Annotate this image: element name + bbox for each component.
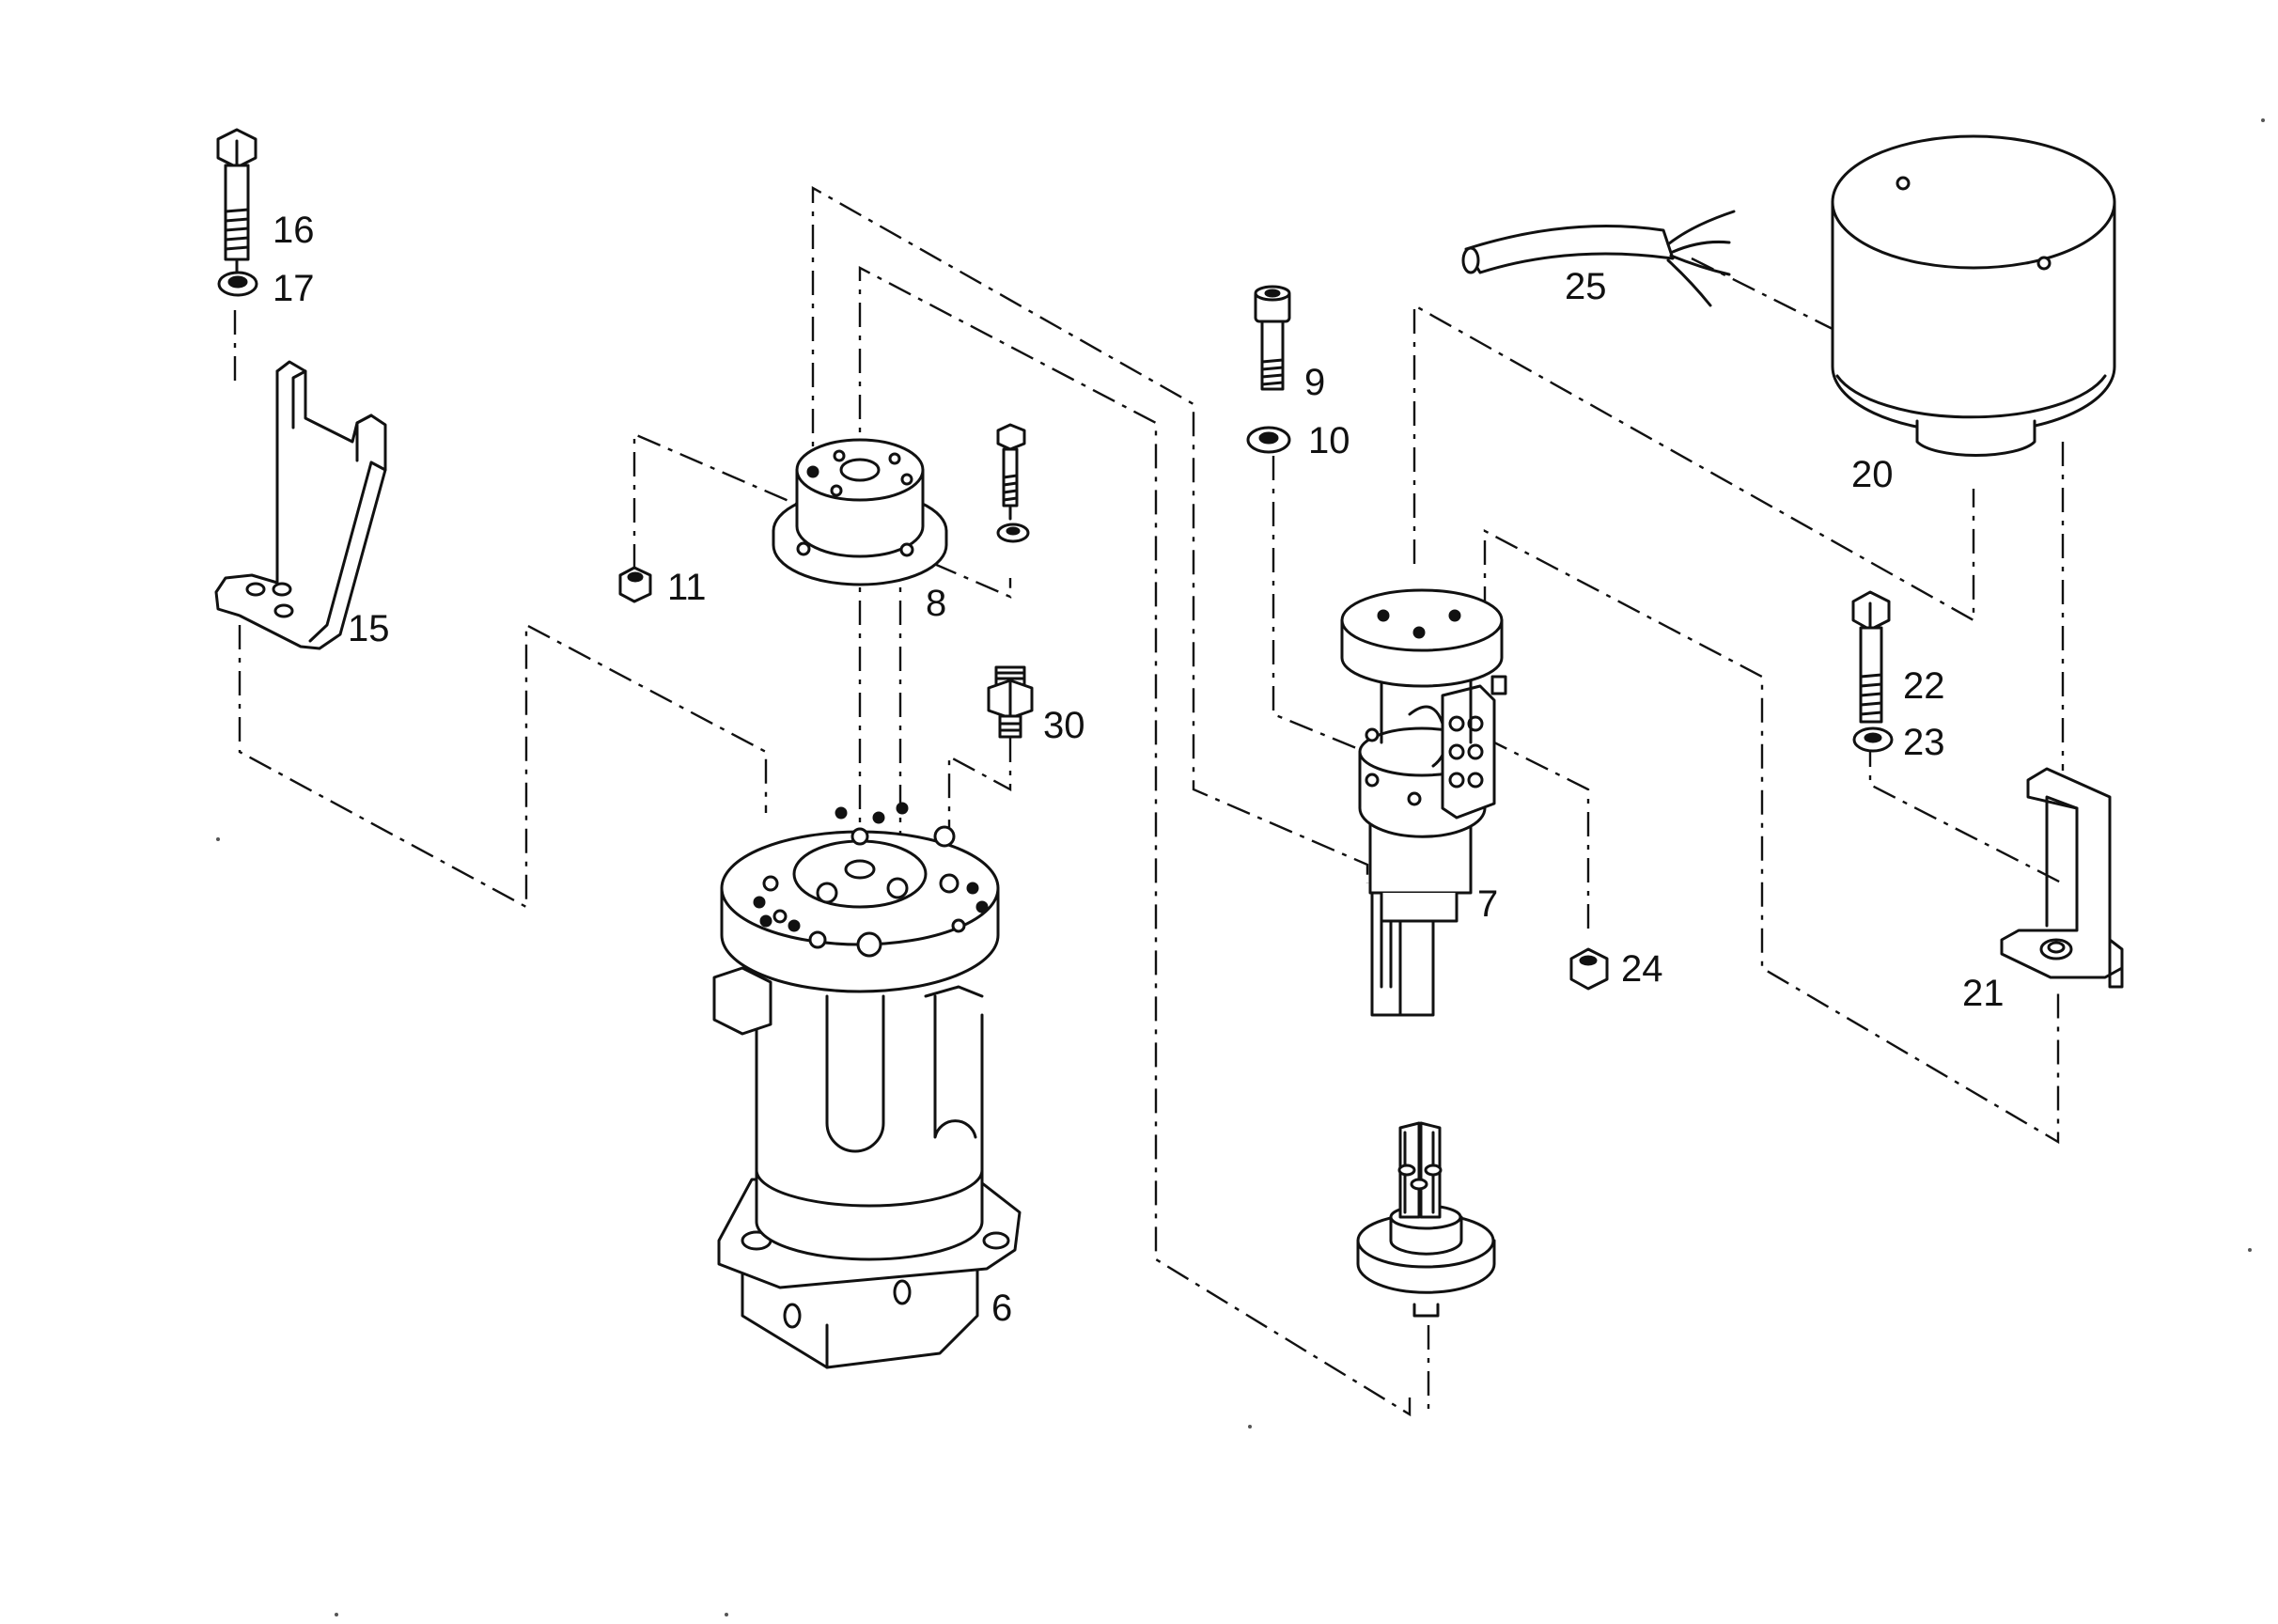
fitting-30 — [987, 665, 1034, 739]
callout-20: 20 — [1851, 454, 1894, 495]
cable-25 — [1461, 210, 1736, 307]
callout-25: 25 — [1565, 266, 1607, 307]
bolt-22 — [1851, 590, 1891, 724]
leader-8-inner — [858, 266, 1412, 1417]
washer-23 — [1852, 726, 1894, 753]
callout-11: 11 — [667, 567, 707, 608]
washer-17 — [217, 271, 258, 297]
callout-6: 6 — [991, 1288, 1012, 1329]
callout-7: 7 — [1477, 883, 1498, 925]
callout-24: 24 — [1621, 948, 1663, 990]
assembly-leader-lines — [233, 185, 2065, 1417]
leader-30 — [947, 738, 1012, 827]
small-bolt — [996, 423, 1030, 543]
callout-labels: 16 17 15 11 8 30 6 9 10 7 24 25 20 22 23… — [273, 210, 2005, 1329]
callout-22: 22 — [1903, 665, 1945, 707]
leader-8-to-6 — [811, 185, 1369, 883]
speck — [2261, 118, 2265, 122]
callout-21: 21 — [1962, 973, 2005, 1014]
callout-30: 30 — [1043, 705, 1085, 746]
callout-10: 10 — [1308, 420, 1350, 461]
speck — [1248, 1425, 1252, 1429]
nut-11 — [618, 566, 652, 603]
bracket-15 — [214, 360, 387, 650]
callout-17: 17 — [273, 268, 315, 309]
leader-15-to-6 — [238, 623, 768, 910]
leader-7-to-21 — [1483, 529, 2060, 1145]
housing-6 — [712, 802, 1022, 1369]
bolt-16 — [216, 128, 257, 274]
bolt-9 — [1254, 285, 1291, 391]
rotary-union-7 — [1340, 588, 1507, 1017]
sensor-base — [1356, 1121, 1496, 1318]
leader-22-to-21 — [1868, 742, 2064, 885]
callout-15: 15 — [348, 608, 390, 649]
leader-7-to-24 — [1484, 736, 1590, 930]
flange-8 — [772, 438, 948, 586]
callout-9: 9 — [1304, 362, 1325, 403]
callout-16: 16 — [273, 210, 315, 251]
speck — [725, 1613, 728, 1616]
washer-10 — [1246, 426, 1291, 454]
leader-25-to-20 — [1691, 257, 1843, 336]
cover-20 — [1831, 134, 2116, 458]
callout-23: 23 — [1903, 722, 1945, 763]
speck — [335, 1613, 338, 1616]
callout-8: 8 — [926, 583, 946, 624]
bracket-21 — [2000, 767, 2124, 989]
nut-24 — [1569, 947, 1609, 991]
leader-20-to-7 — [1412, 303, 1975, 623]
speck — [216, 837, 220, 841]
speck — [2248, 1248, 2252, 1252]
